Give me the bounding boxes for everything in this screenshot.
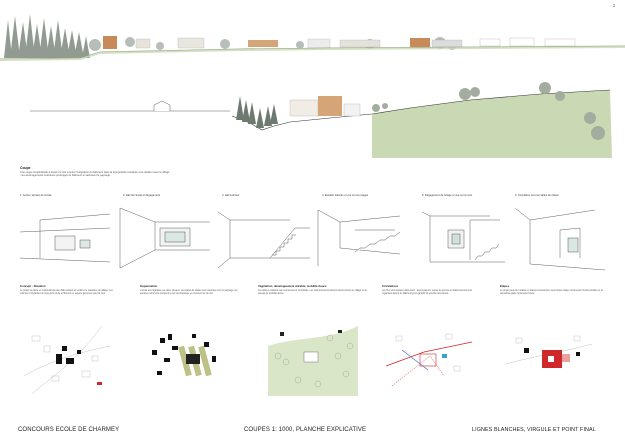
perspective-label-2: 2. Hall de l'école et dégagement [123, 194, 160, 197]
perspective-label-4: 4. Escalier d'accès et vue sur les étage… [322, 194, 369, 197]
concept-text-2: L'école est organisée sur deux niveaux. … [140, 290, 238, 295]
sheet-number: 2 [613, 3, 616, 8]
perspective-label-6: 6. Circulation vers les salles de classe [515, 194, 559, 197]
site-plan-vegetation [268, 316, 358, 396]
concept-title-4: Circulations [382, 284, 399, 288]
site-plan-organisation [152, 334, 216, 377]
concept-text-5: Le projet peut être réalisé en étapes su… [500, 290, 603, 295]
concept-title-1: Concept - Situation [20, 284, 46, 288]
footer-project-motto: LIGNES BLANCHES, VIRGULE ET POINT FINAL [472, 427, 596, 433]
perspective-label-1: 1. Accès / arrivée de l'école [20, 194, 52, 197]
concept-text-3: Les arbres existants sont conservés et c… [258, 290, 367, 295]
perspective-label-3: 3. Hall intérieur [222, 194, 240, 197]
section-caption-title: Coupe [20, 166, 31, 170]
site-plan-etapes [505, 335, 593, 368]
site-plan-circulations [385, 333, 473, 387]
perspective-sketches [19, 207, 606, 271]
concept-title-2: Organisation [140, 284, 158, 288]
top-section-elevation [0, 14, 625, 61]
concept-text-4: Les flux sont séparés clairement : accès… [382, 290, 472, 295]
footer-competition-name: CONCOURS ECOLE DE CHARMEY [18, 427, 120, 433]
concept-text-1: Le projet se place en continuité du tiss… [20, 290, 113, 295]
section-caption-body: Une coupe longitudinale à travers le sit… [20, 171, 170, 178]
concept-title-3: Végétation, développement durable, mobil… [258, 284, 327, 288]
site-plan-situation [23, 325, 111, 395]
middle-section-cut [30, 82, 612, 158]
footer-sheet-description: COUPES 1: 1000, PLANCHE EXPLICATIVE [244, 427, 367, 433]
concept-title-5: Étapes [500, 284, 510, 288]
perspective-label-5: 5. Dégagement de l'étage et vue sur la c… [422, 194, 473, 197]
